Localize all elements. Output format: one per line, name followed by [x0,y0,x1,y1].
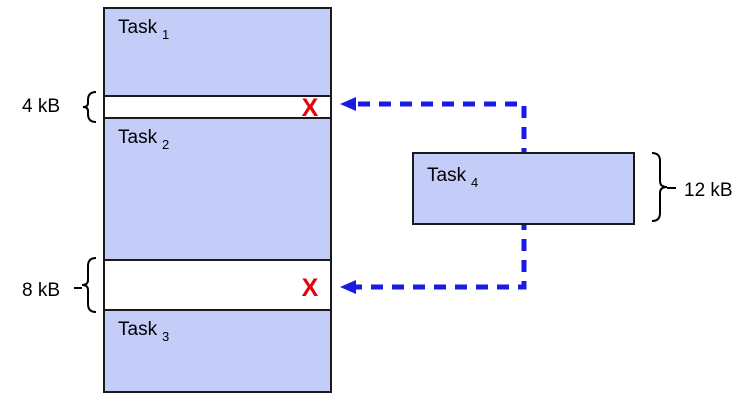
size-annotation-8kb: 8 kB [22,257,97,313]
memory-column: Task 1 Task 2 Task 3 [103,7,332,393]
size-label-12kb: 12 kB [684,180,733,201]
incoming-task4-label: Task [427,165,467,186]
memory-block-task3-label: Task [118,319,158,340]
memory-block-task2-subscript: 2 [162,137,169,152]
reject-x-icon-hole2: X [302,274,319,302]
memory-block-task3-rect [103,309,332,393]
size-annotation-12kb: 12 kB [651,152,733,222]
memory-block-free-8kb [103,259,332,311]
memory-block-task1-label: Task [118,17,158,38]
memory-block-task3: Task 3 [103,309,332,393]
memory-block-task1: Task 1 [103,7,332,97]
size-label-4kb: 4 kB [22,96,60,117]
arrow-to-hole1-path [348,101,527,160]
memory-block-task1-rect [103,7,332,97]
memory-block-task2-label: Task [118,127,158,148]
size-label-8kb: 8 kB [22,280,60,301]
allocation-arrows [340,97,527,294]
brace-8kb-icon [81,257,97,313]
memory-block-task2-rect [103,117,332,261]
arrow-to-hole1-head-icon [340,97,356,111]
memory-block-task2: Task 2 [103,117,332,261]
arrow-to-hole2-path [348,218,527,290]
size-annotation-4kb: 4 kB [22,91,97,123]
incoming-task4-subscript: 4 [471,175,478,190]
brace-4kb-icon [82,91,97,123]
brace-12kb-icon [651,152,668,222]
incoming-task4-block: Task 4 [412,152,635,225]
memory-block-free-8kb-rect [103,259,332,311]
memory-block-task1-subscript: 1 [162,27,169,42]
incoming-task4-rect [412,152,635,225]
memory-block-free-4kb-rect [103,95,332,119]
memory-block-free-4kb [103,95,332,119]
memory-block-task3-subscript: 3 [162,329,169,344]
arrow-to-hole2-head-icon [340,280,356,294]
reject-x-icon-hole1: X [302,94,319,122]
